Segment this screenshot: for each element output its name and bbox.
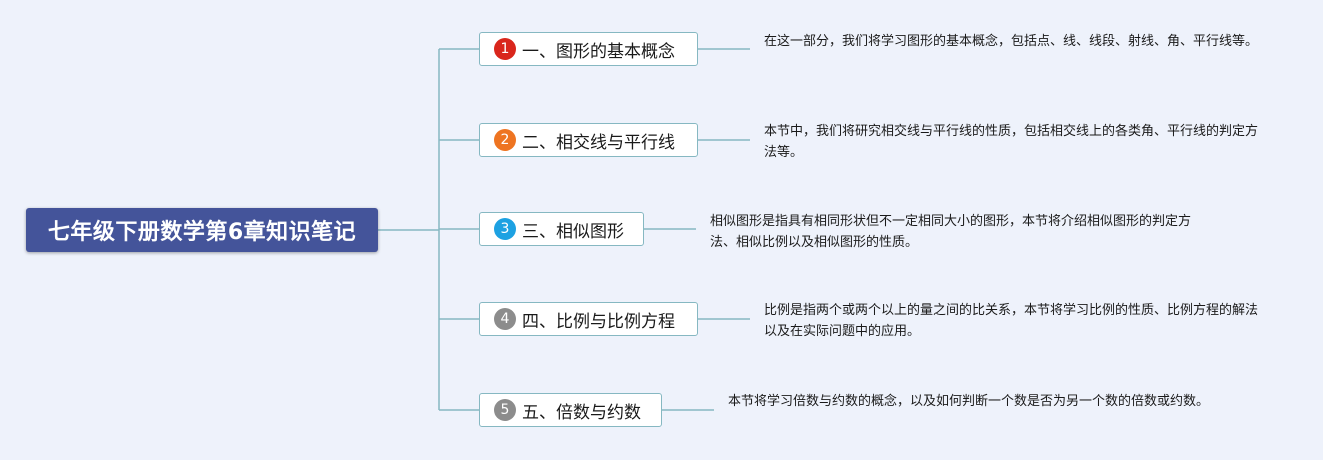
- branch-topic-3[interactable]: 3 三、相似图形: [479, 212, 644, 246]
- branch-label-4: 四、比例与比例方程: [522, 311, 675, 332]
- number-badge-4-icon: 4: [494, 308, 516, 330]
- note-1: 在这一部分，我们将学习图形的基本概念，包括点、线、线段、射线、角、平行线等。: [764, 34, 1259, 49]
- branch-label-1: 一、图形的基本概念: [522, 41, 675, 62]
- branch-topic-5[interactable]: 5 五、倍数与约数: [479, 393, 662, 427]
- branch-topic-1[interactable]: 1 一、图形的基本概念: [479, 32, 698, 66]
- number-badge-5-icon: 5: [494, 399, 516, 421]
- branch-label-3: 三、相似图形: [522, 221, 624, 242]
- number-badge-3-icon: 3: [494, 218, 516, 240]
- root-title: 七年级下册数学第6章知识笔记: [47, 220, 357, 245]
- number-badge-2-icon: 2: [494, 129, 516, 151]
- note-3: 相似图形是指具有相同形状但不一定相同大小的图形，本节将介绍相似图形的判定方法、相…: [710, 214, 1192, 250]
- branch-topic-4[interactable]: 4 四、比例与比例方程: [479, 302, 698, 336]
- number-badge-1-icon: 1: [494, 38, 516, 60]
- branch-label-5: 五、倍数与约数: [522, 402, 641, 423]
- note-4: 比例是指两个或两个以上的量之间的比关系，本节将学习比例的性质、比例方程的解法以及…: [764, 303, 1259, 339]
- branch-label-2: 二、相交线与平行线: [522, 132, 675, 153]
- root-topic[interactable]: 七年级下册数学第6章知识笔记: [26, 208, 378, 252]
- note-5: 本节将学习倍数与约数的概念，以及如何判断一个数是否为另一个数的倍数或约数。: [728, 394, 1210, 409]
- branch-topic-2[interactable]: 2 二、相交线与平行线: [479, 123, 698, 157]
- note-2: 本节中，我们将研究相交线与平行线的性质，包括相交线上的各类角、平行线的判定方法等…: [764, 124, 1259, 160]
